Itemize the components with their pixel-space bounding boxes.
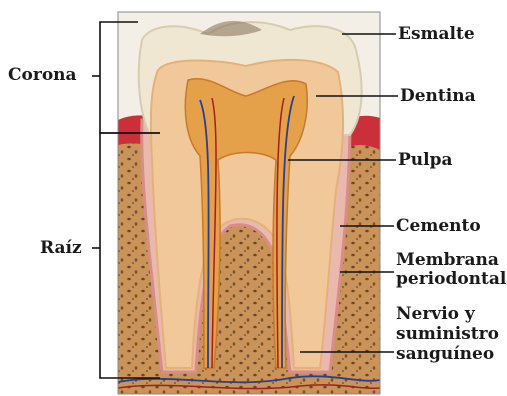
label-pulpa: Pulpa [398, 151, 453, 169]
label-cemento: Cemento [396, 217, 481, 235]
label-dentina: Dentina [400, 87, 476, 105]
label-esmalte: Esmalte [398, 25, 475, 43]
label-corona: Corona [8, 66, 77, 84]
label-raiz: Raíz [40, 239, 82, 257]
label-membrana-line1: Membrana [396, 251, 499, 269]
label-nervio-line3: sanguíneo [396, 345, 494, 363]
label-nervio-line2: suministro [396, 325, 499, 343]
label-nervio-line1: Nervio y [396, 305, 475, 323]
label-membrana-line2: periodontal [396, 270, 506, 288]
